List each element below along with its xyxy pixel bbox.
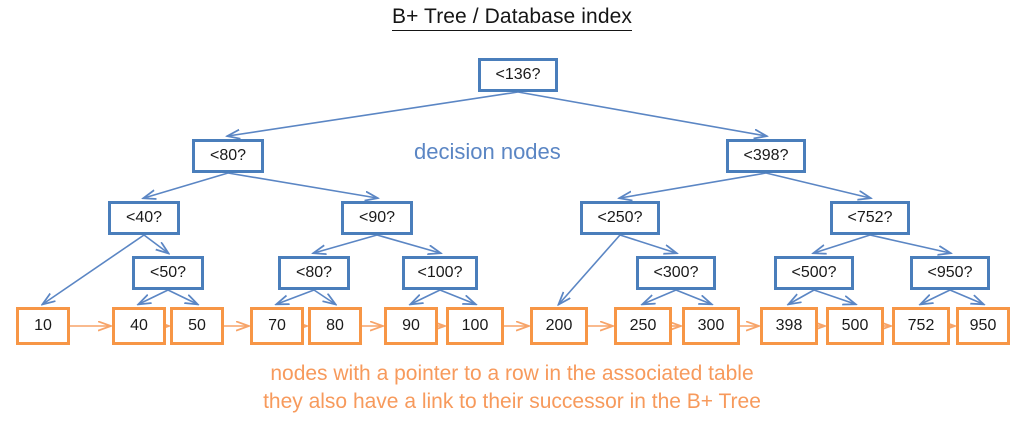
tree-edge-n50-to-l50 (167, 289, 197, 304)
leaf-node-label: 398 (775, 317, 803, 334)
decision-node-n300[interactable]: <300? (636, 256, 716, 290)
leaf-node-l300[interactable]: 300 (682, 307, 740, 345)
tree-edge-n950-to-l950 (949, 289, 983, 304)
tree-edge-n80a-to-n40 (144, 172, 229, 198)
tree-edge-n250-to-n300 (619, 234, 676, 253)
tree-edge-n80a-to-n90 (227, 172, 377, 198)
decision-node-label: <398? (743, 147, 789, 164)
leaf-node-label: 500 (841, 317, 869, 334)
leaf-node-l398[interactable]: 398 (760, 307, 818, 345)
decision-node-label: <100? (417, 264, 463, 281)
decision-node-label: <300? (653, 264, 699, 281)
tree-edge-n950-to-l752 (921, 289, 951, 304)
leaf-node-label: 950 (969, 317, 997, 334)
tree-edge-n752-to-n500 (814, 234, 871, 253)
tree-edge-n40-to-l10 (43, 234, 145, 304)
tree-edge-n500-to-l500 (813, 289, 855, 304)
decision-node-label: <50? (149, 264, 187, 281)
decision-node-n136[interactable]: <136? (478, 58, 558, 92)
decision-node-label: <500? (791, 264, 837, 281)
decision-node-n752[interactable]: <752? (830, 201, 910, 235)
decision-node-n950[interactable]: <950? (910, 256, 990, 290)
decision-node-n50[interactable]: <50? (132, 256, 204, 290)
leaf-node-label: 50 (188, 317, 206, 334)
tree-edge-n100-to-l100 (439, 289, 475, 304)
leaf-node-l752[interactable]: 752 (892, 307, 950, 345)
decision-node-label: <136? (495, 66, 541, 83)
tree-edge-n398-to-n752 (765, 172, 870, 198)
decision-node-n398[interactable]: <398? (726, 139, 806, 173)
decision-node-label: <950? (927, 264, 973, 281)
decision-nodes-annotation: decision nodes (414, 139, 561, 164)
leaf-node-label: 250 (629, 317, 657, 334)
leaf-node-l100[interactable]: 100 (446, 307, 504, 345)
leaf-node-label: 100 (461, 317, 489, 334)
leaf-node-l50[interactable]: 50 (170, 307, 224, 345)
leaf-node-l950[interactable]: 950 (956, 307, 1010, 345)
tree-edge-n40-to-n50 (143, 234, 168, 253)
leaf-node-label: 752 (907, 317, 935, 334)
leaf-node-label: 200 (545, 317, 573, 334)
decision-node-n80a[interactable]: <80? (192, 139, 264, 173)
decision-node-label: <80? (209, 147, 247, 164)
decision-node-n100[interactable]: <100? (402, 256, 478, 290)
tree-edge-n90-to-n100 (376, 234, 440, 253)
decision-node-n500[interactable]: <500? (774, 256, 854, 290)
leaf-node-label: 40 (130, 317, 148, 334)
page-title: B+ Tree / Database index (0, 5, 1024, 31)
leaf-caption-line-1: nodes with a pointer to a row in the ass… (270, 362, 754, 385)
leaf-node-l70[interactable]: 70 (250, 307, 304, 345)
decision-node-label: <40? (125, 209, 163, 226)
leaf-node-l500[interactable]: 500 (826, 307, 884, 345)
tree-edge-n250-to-l200 (559, 234, 621, 304)
decision-node-n80b[interactable]: <80? (278, 256, 350, 290)
tree-edge-n80b-to-l80 (313, 289, 335, 304)
tree-edge-n80b-to-l70 (277, 289, 315, 304)
tree-edge-n752-to-n950 (869, 234, 950, 253)
tree-edge-n398-to-n250 (620, 172, 767, 198)
tree-edge-n300-to-l300 (675, 289, 711, 304)
tree-edge-n100-to-l90 (411, 289, 441, 304)
leaf-node-l40[interactable]: 40 (112, 307, 166, 345)
leaf-node-l10[interactable]: 10 (16, 307, 70, 345)
leaf-node-label: 300 (697, 317, 725, 334)
leaf-node-l90[interactable]: 90 (384, 307, 438, 345)
leaf-node-label: 70 (268, 317, 286, 334)
leaf-node-label: 80 (326, 317, 344, 334)
leaf-node-l200[interactable]: 200 (530, 307, 588, 345)
tree-edge-n136-to-n80a (228, 91, 519, 136)
tree-edge-n50-to-l40 (139, 289, 169, 304)
decision-node-label: <752? (847, 209, 893, 226)
decision-node-n40[interactable]: <40? (108, 201, 180, 235)
tree-edge-n90-to-n80b (314, 234, 378, 253)
tree-edge-n136-to-n398 (517, 91, 766, 136)
decision-node-label: <250? (597, 209, 643, 226)
decision-node-label: <80? (295, 264, 333, 281)
page-title-text: B+ Tree / Database index (392, 5, 632, 31)
leaf-node-l80[interactable]: 80 (308, 307, 362, 345)
decision-node-n90[interactable]: <90? (341, 201, 413, 235)
leaf-node-label: 10 (34, 317, 52, 334)
tree-edge-n300-to-l250 (643, 289, 677, 304)
decision-node-label: <90? (358, 209, 396, 226)
tree-edge-n500-to-l398 (789, 289, 815, 304)
leaf-node-label: 90 (402, 317, 420, 334)
leaf-caption-line-2: they also have a link to their successor… (263, 390, 761, 413)
decision-node-n250[interactable]: <250? (580, 201, 660, 235)
leaf-node-l250[interactable]: 250 (614, 307, 672, 345)
